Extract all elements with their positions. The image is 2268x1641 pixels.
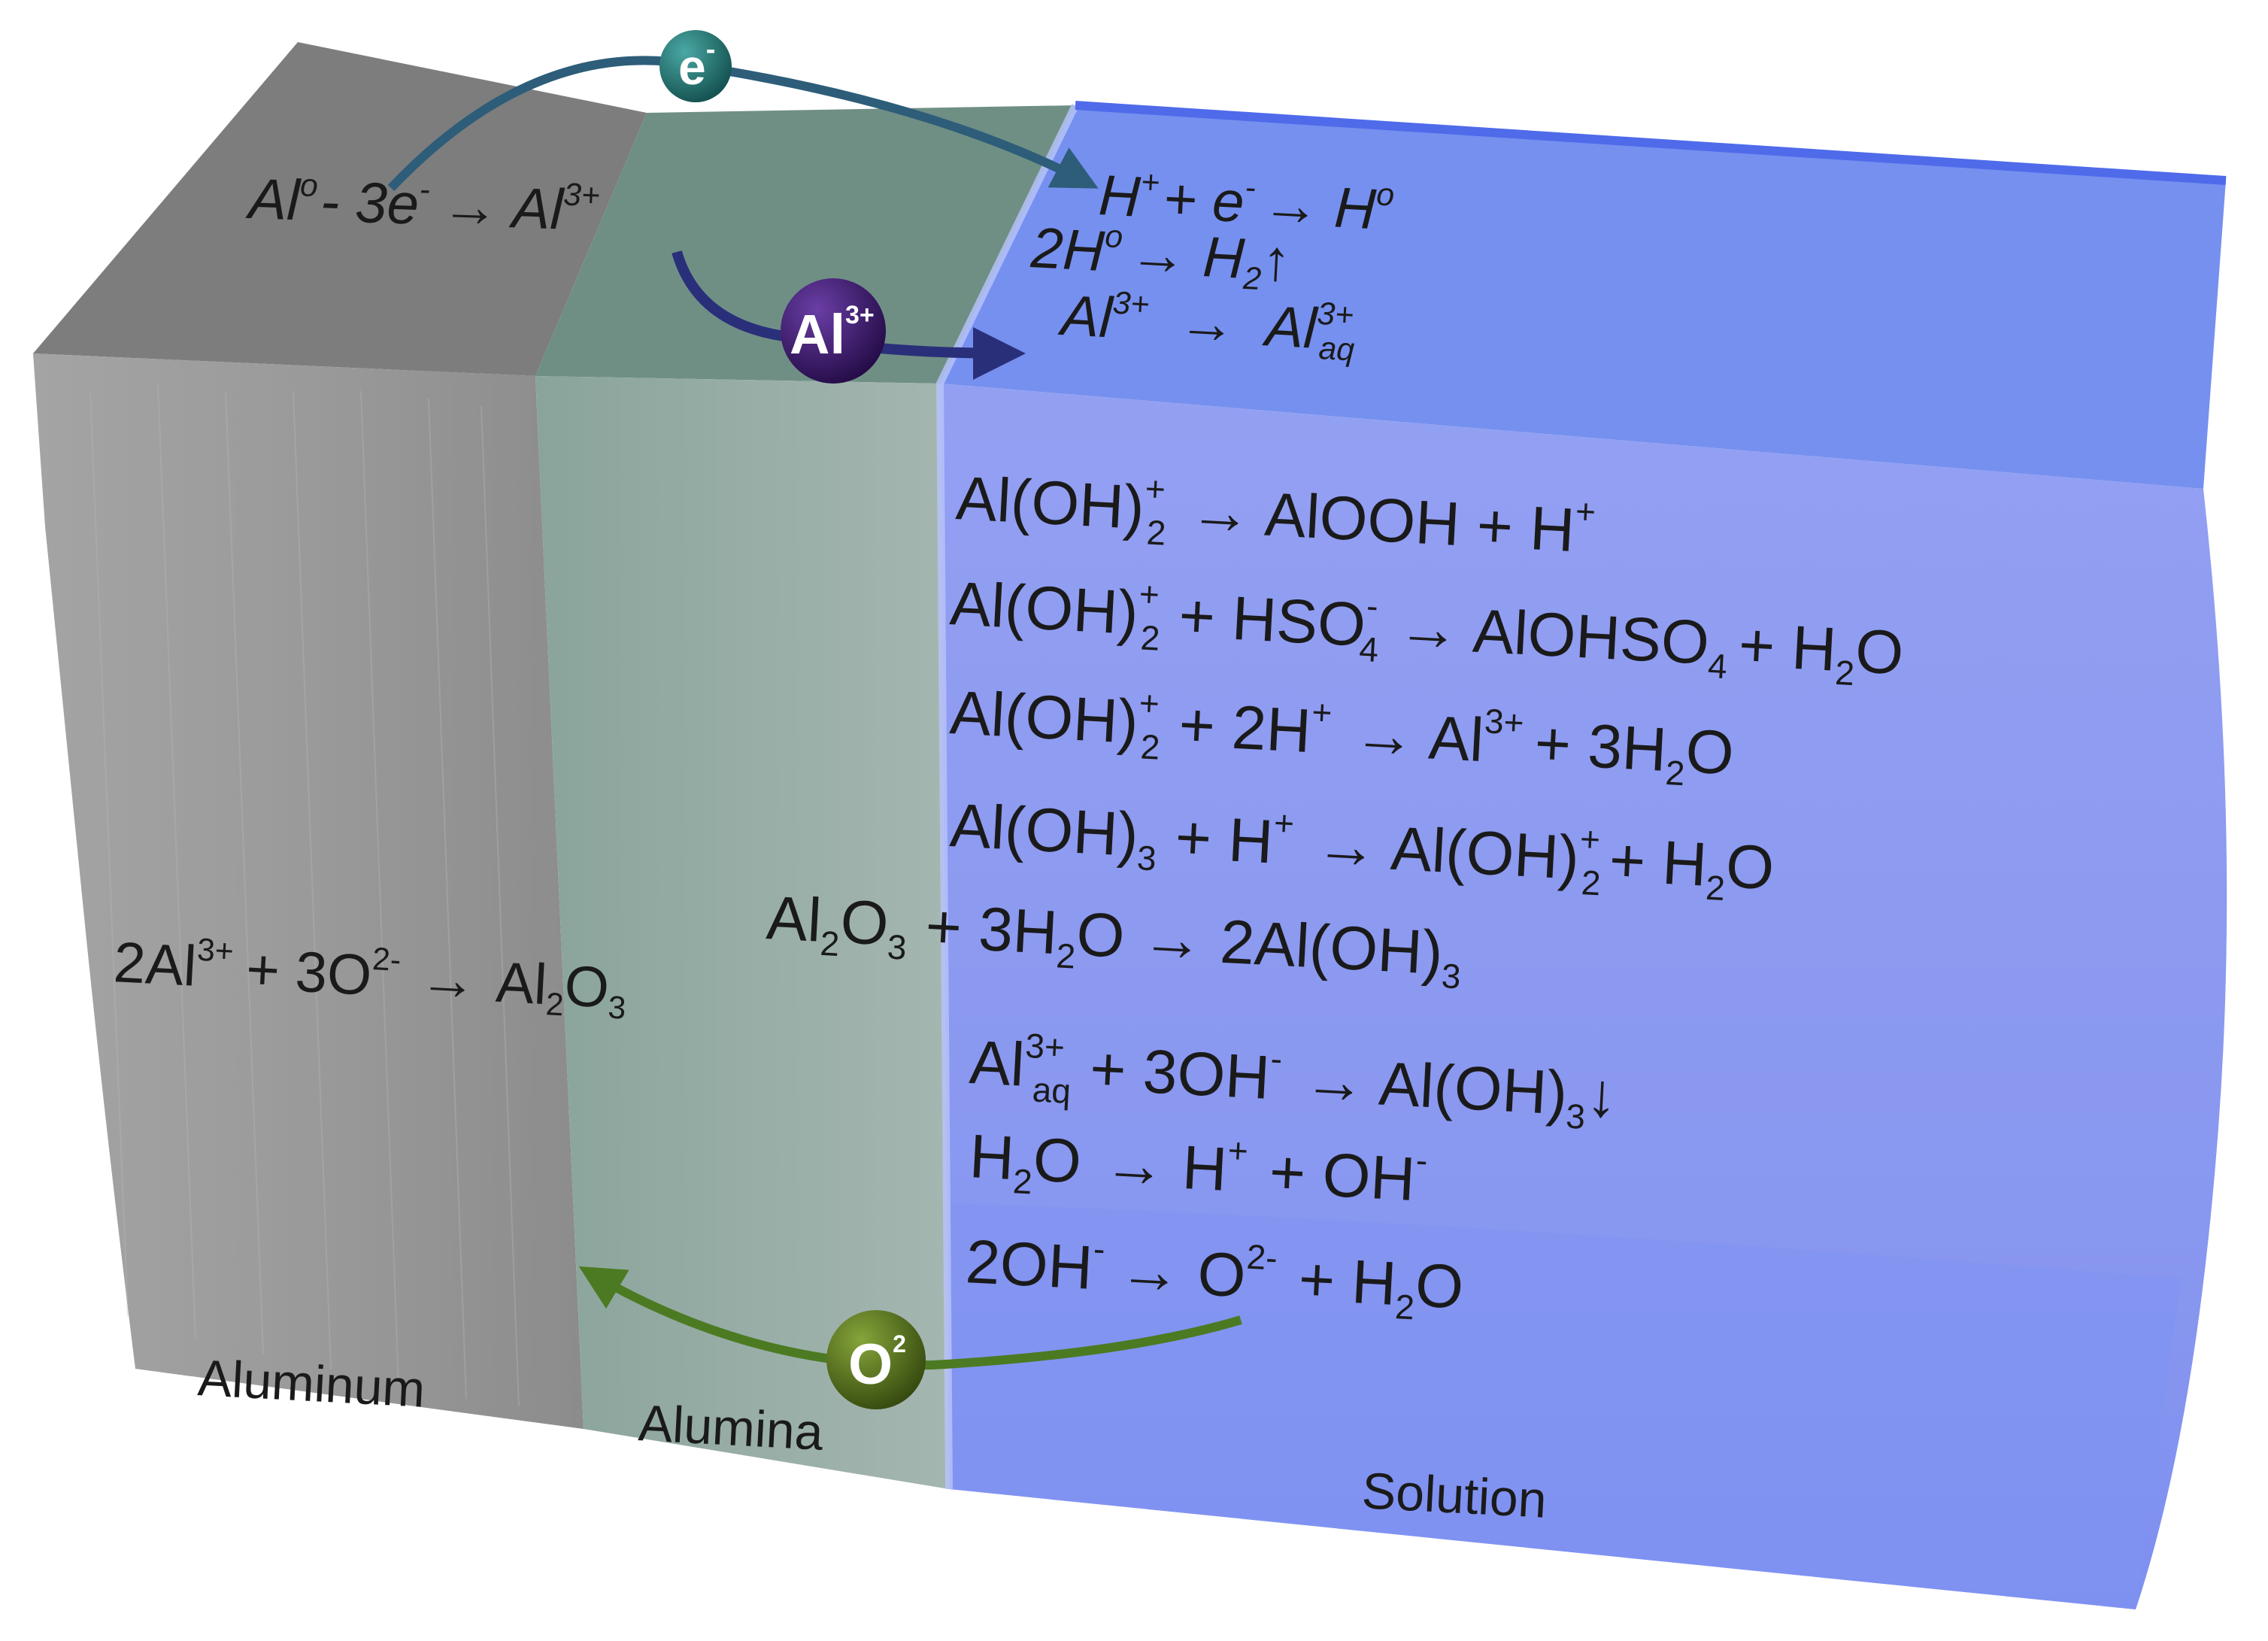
solution-top-edge — [1075, 101, 2227, 185]
solution-bottom-band — [949, 1203, 2181, 1609]
solution-label: Solution — [1360, 1462, 1548, 1529]
solution-equation-4: Al(OH)3+ H+→ Al(OH)+2+ H2O — [948, 786, 1775, 911]
alumina-layer — [535, 105, 1075, 1489]
aluminum-layer — [33, 42, 647, 1429]
hydrogen-gas-equation: 2Ho→H2↑ — [1029, 214, 1293, 299]
solution-equation-6: Al3+aq+ 3OH-→ Al(OH)3↓ — [967, 1023, 1619, 1139]
aluminum-label: Aluminum — [196, 1349, 426, 1418]
alumina-label: Alumina — [637, 1394, 824, 1461]
solution-equation-2: Al(OH)+2+ HSO-4→ AlOHSO4+ H2O — [948, 564, 1906, 696]
aluminum-ion-ball — [781, 278, 886, 384]
aluminum-brushed-texture — [89, 383, 520, 1407]
solution-top-face — [940, 105, 2226, 489]
electron-particle: e- — [659, 30, 732, 102]
aluminum-front-face — [33, 353, 584, 1429]
solution-equation-3: Al(OH)+2+ 2H+→ Al3++ 3H2O — [948, 673, 1736, 796]
oxygen-ion-ball — [826, 1310, 926, 1409]
aluminum-ion-label: Al — [790, 303, 845, 366]
svg-text:Al3+: Al3+ — [790, 301, 875, 366]
oxygen-ion-label: O — [848, 1333, 893, 1397]
solution-edge-highlight — [935, 103, 1079, 1490]
oxygen-ion-particle: O2 — [826, 1310, 926, 1409]
electron-label: e — [678, 39, 706, 95]
hydrogen-reduction-equation: H++ e-→Ho — [1097, 162, 1395, 242]
svg-text:O2: O2 — [848, 1330, 906, 1397]
aluminum-top-face — [33, 42, 647, 376]
electron-ball — [659, 30, 732, 102]
oxygen-ion-path-arrow — [578, 1266, 1242, 1370]
ion-hydration-equation: Al3+→Al3+aq — [1057, 282, 1357, 369]
solution-equation-7: H2O→ H++ OH- — [968, 1117, 1429, 1222]
alumina-front-face — [535, 376, 949, 1489]
solution-equation-8: 2OH-→ O2-+ H2O — [964, 1222, 1466, 1330]
alumina-top-face — [535, 105, 1075, 384]
svg-text:e-: e- — [678, 34, 715, 95]
oxidation-equation: Alo- 3e-→Al3+ — [244, 165, 600, 243]
oxide-formation-equation: 2Al3++ 3O2-→Al2O3 — [112, 927, 629, 1027]
solution-layer — [935, 101, 2227, 1609]
aluminum-ion-particle: Al3+ — [781, 278, 886, 384]
